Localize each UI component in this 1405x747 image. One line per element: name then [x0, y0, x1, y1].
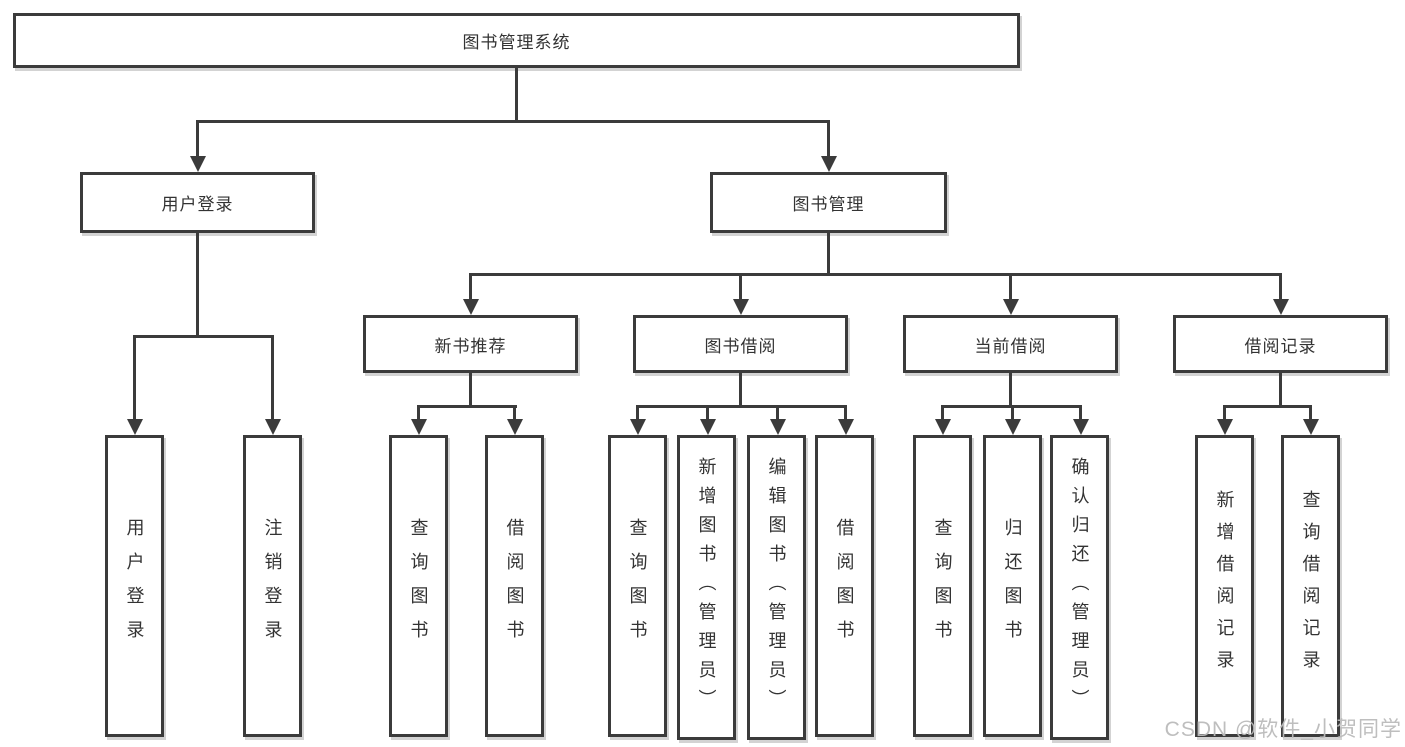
leaf-bb-borrow-book: 借阅图书: [815, 435, 874, 737]
connector-line: [513, 405, 516, 422]
arrow-down-icon: [1003, 299, 1019, 315]
connector-line: [827, 120, 830, 158]
leaf-nb-borrow-book-label: 借阅图书: [504, 518, 525, 654]
leaf-br-query-record-label: 查询借阅记录: [1300, 490, 1321, 682]
leaf-bb-edit-book: 编辑图书（管理员）: [747, 435, 806, 740]
leaf-user-login-label: 用户登录: [124, 518, 145, 654]
arrow-down-icon: [411, 419, 427, 435]
leaf-bb-borrow-book-label: 借阅图书: [834, 518, 855, 654]
connector-line: [417, 405, 517, 408]
leaf-bb-query-book-label: 查询图书: [627, 518, 648, 654]
leaf-cb-return-book-label: 归还图书: [1002, 518, 1023, 654]
leaf-br-add-record-label: 新增借阅记录: [1214, 490, 1235, 682]
connector-line: [1223, 405, 1312, 408]
leaf-logout-label: 注销登录: [262, 518, 283, 654]
leaf-bb-add-book-label: 新增图书（管理员）: [696, 457, 717, 718]
connector-line: [196, 120, 199, 158]
leaf-cb-query-book: 查询图书: [913, 435, 972, 737]
arrow-down-icon: [463, 299, 479, 315]
node-current-borrow-label: 当前借阅: [974, 336, 1047, 356]
leaf-cb-return-book: 归还图书: [983, 435, 1042, 737]
connector-line: [515, 68, 518, 120]
node-new-book-recommend: 新书推荐: [363, 315, 578, 373]
watermark: CSDN @软件_小贺同学: [1164, 718, 1402, 741]
connector-line: [844, 405, 847, 422]
arrow-down-icon: [265, 419, 281, 435]
connector-line: [196, 120, 830, 123]
connector-line: [739, 273, 742, 301]
arrow-down-icon: [770, 419, 786, 435]
node-borrow-record: 借阅记录: [1173, 315, 1388, 373]
node-user-login-label: 用户登录: [161, 195, 234, 214]
leaf-user-login: 用户登录: [105, 435, 164, 737]
node-user-login: 用户登录: [80, 172, 315, 233]
arrow-down-icon: [838, 419, 854, 435]
connector-line: [1279, 273, 1282, 301]
arrow-down-icon: [127, 419, 143, 435]
arrow-down-icon: [1273, 299, 1289, 315]
connector-line: [1009, 273, 1012, 301]
leaf-bb-edit-book-label: 编辑图书（管理员）: [766, 457, 787, 718]
arrow-down-icon: [1005, 419, 1021, 435]
arrow-down-icon: [935, 419, 951, 435]
leaf-br-query-record: 查询借阅记录: [1281, 435, 1340, 737]
leaf-nb-query-book-label: 查询图书: [408, 518, 429, 654]
connector-line: [636, 405, 847, 408]
connector-line: [196, 233, 199, 335]
leaf-nb-query-book: 查询图书: [389, 435, 448, 737]
connector-line: [706, 405, 709, 422]
connector-line: [1011, 405, 1014, 422]
node-current-borrow: 当前借阅: [903, 315, 1118, 373]
arrow-down-icon: [821, 156, 837, 172]
arrow-down-icon: [733, 299, 749, 315]
leaf-br-add-record: 新增借阅记录: [1195, 435, 1254, 737]
node-root: 图书管理系统: [13, 13, 1020, 68]
connector-line: [133, 335, 274, 338]
connector-line: [1279, 373, 1282, 407]
node-book-management: 图书管理: [710, 172, 947, 233]
connector-line: [636, 405, 639, 422]
arrow-down-icon: [630, 419, 646, 435]
connector-line: [469, 273, 1282, 276]
connector-line: [739, 373, 742, 407]
arrow-down-icon: [1303, 419, 1319, 435]
connector-line: [1309, 405, 1312, 422]
connector-line: [469, 273, 472, 301]
arrow-down-icon: [507, 419, 523, 435]
connector-line: [1223, 405, 1226, 422]
leaf-nb-borrow-book: 借阅图书: [485, 435, 544, 737]
leaf-bb-add-book: 新增图书（管理员）: [677, 435, 736, 740]
leaf-logout: 注销登录: [243, 435, 302, 737]
leaf-cb-query-book-label: 查询图书: [932, 518, 953, 654]
node-book-borrow: 图书借阅: [633, 315, 848, 373]
connector-line: [133, 335, 136, 421]
leaf-cb-confirm-return: 确认归还（管理员）: [1050, 435, 1109, 740]
arrow-down-icon: [1217, 419, 1233, 435]
connector-line: [776, 405, 779, 422]
node-borrow-record-label: 借阅记录: [1244, 336, 1317, 356]
connector-line: [1079, 405, 1082, 422]
leaf-bb-query-book: 查询图书: [608, 435, 667, 737]
node-book-borrow-label: 图书借阅: [704, 336, 777, 356]
arrow-down-icon: [1073, 419, 1089, 435]
connector-line: [469, 373, 472, 407]
connector-line: [827, 233, 830, 275]
connector-line: [941, 405, 944, 422]
node-book-management-label: 图书管理: [792, 195, 865, 214]
connector-line: [271, 335, 274, 421]
leaf-cb-confirm-return-label: 确认归还（管理员）: [1069, 457, 1090, 718]
node-new-book-recommend-label: 新书推荐: [434, 336, 507, 356]
arrow-down-icon: [190, 156, 206, 172]
connector-line: [1009, 373, 1012, 407]
arrow-down-icon: [700, 419, 716, 435]
node-root-label: 图书管理系统: [462, 33, 571, 52]
connector-line: [417, 405, 420, 422]
